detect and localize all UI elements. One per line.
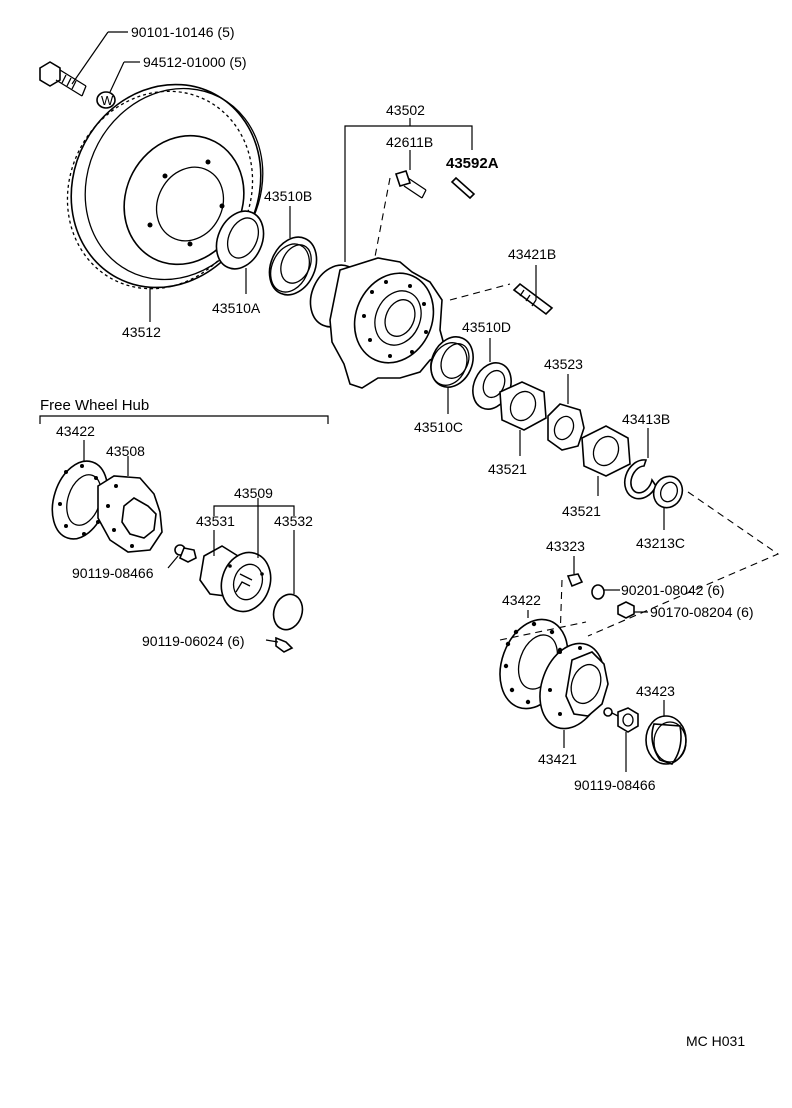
hex-nut-lower: [581, 425, 631, 477]
spacer-ring: [652, 475, 684, 509]
leader-fw-bolt: [167, 555, 179, 569]
label-nut-upper: 43521: [488, 461, 527, 477]
inner-bearing-43510C: [430, 336, 474, 388]
fw-cover: [272, 593, 304, 631]
page-code: MC H031: [686, 1033, 745, 1049]
label-hub-bolt: 42611B: [386, 134, 433, 150]
connector-dash: [587, 491, 780, 637]
label-rotor: 43512: [122, 324, 161, 340]
flange-key: [566, 573, 584, 588]
hex-nut-upper: [499, 381, 547, 431]
label-nut-lower: 43521: [562, 503, 601, 519]
label-43510D: 43510D: [462, 319, 511, 335]
hub-bolt: [394, 170, 427, 199]
bolt-b: [603, 707, 639, 733]
label-fw-body: 43508: [106, 443, 145, 459]
label-flange-hub: 43421: [538, 751, 577, 767]
stud: [512, 282, 554, 316]
outer-seal-43510A: [215, 210, 265, 270]
label-pin: 43592A: [446, 155, 499, 172]
label-fw-knob: 43531: [196, 513, 235, 529]
leader-rotor-bolt: [71, 31, 109, 85]
label-fw-bolt: 90119-08466: [72, 565, 154, 581]
rotor-bolt: [39, 61, 87, 97]
label-bolt-b: 90119-08466: [574, 777, 656, 793]
fw-body: [97, 475, 163, 553]
lock-washer: [547, 403, 585, 451]
label-fw-screw: 90119-06024 (6): [142, 633, 244, 649]
label-lock-washer: 43523: [544, 356, 583, 372]
fw-group-bracket: [213, 505, 295, 516]
label-flange-b: 43422: [502, 592, 541, 608]
label-fw-group: 43509: [234, 485, 273, 501]
label-rotor-washer: 94512-01000 (5): [143, 54, 247, 70]
stud-dash: [449, 283, 511, 301]
label-spacer: 43213C: [636, 535, 685, 551]
label-cap: 43423: [636, 683, 675, 699]
flange-hub: [539, 642, 609, 730]
pin: [450, 176, 476, 200]
label-flange-key: 43323: [546, 538, 585, 554]
label-stud: 43421B: [508, 246, 556, 262]
washer-b: [591, 584, 605, 600]
axle-hub: [309, 257, 447, 389]
label-rotor-bolt: 90101-10146 (5): [131, 24, 235, 40]
fw-screw: [265, 636, 294, 653]
hub-cap: [645, 715, 687, 765]
nut-b: [617, 601, 635, 619]
outer-bearing-43510B: [268, 236, 318, 296]
label-43510A: 43510A: [212, 300, 261, 316]
label-43510B: 43510B: [264, 188, 312, 204]
fw-section-title: Free Wheel Hub: [40, 397, 149, 414]
hub-bolt-dash: [373, 177, 391, 263]
flange-b-dash: [499, 621, 587, 641]
fw-bolt: [174, 544, 197, 563]
fw-knob: [199, 545, 272, 613]
leader-rotor-washer: [109, 61, 125, 93]
label-washer-b: 90201-08042 (6): [621, 582, 725, 598]
fw-section-bracket: [39, 415, 329, 424]
label-hub-group: 43502: [386, 102, 425, 118]
washer-symbol: W: [101, 93, 114, 108]
snap-ring: [623, 459, 657, 500]
label-fw-cover: 43532: [274, 513, 313, 529]
label-nut-b: 90170-08204 (6): [650, 604, 754, 620]
label-fw-flange: 43422: [56, 423, 95, 439]
hub-group-bracket: [344, 118, 473, 262]
label-snap-ring: 43413B: [622, 411, 670, 427]
brake-rotor: [66, 83, 264, 290]
label-43510C: 43510C: [414, 419, 463, 435]
rotor-washer: W: [96, 91, 116, 109]
